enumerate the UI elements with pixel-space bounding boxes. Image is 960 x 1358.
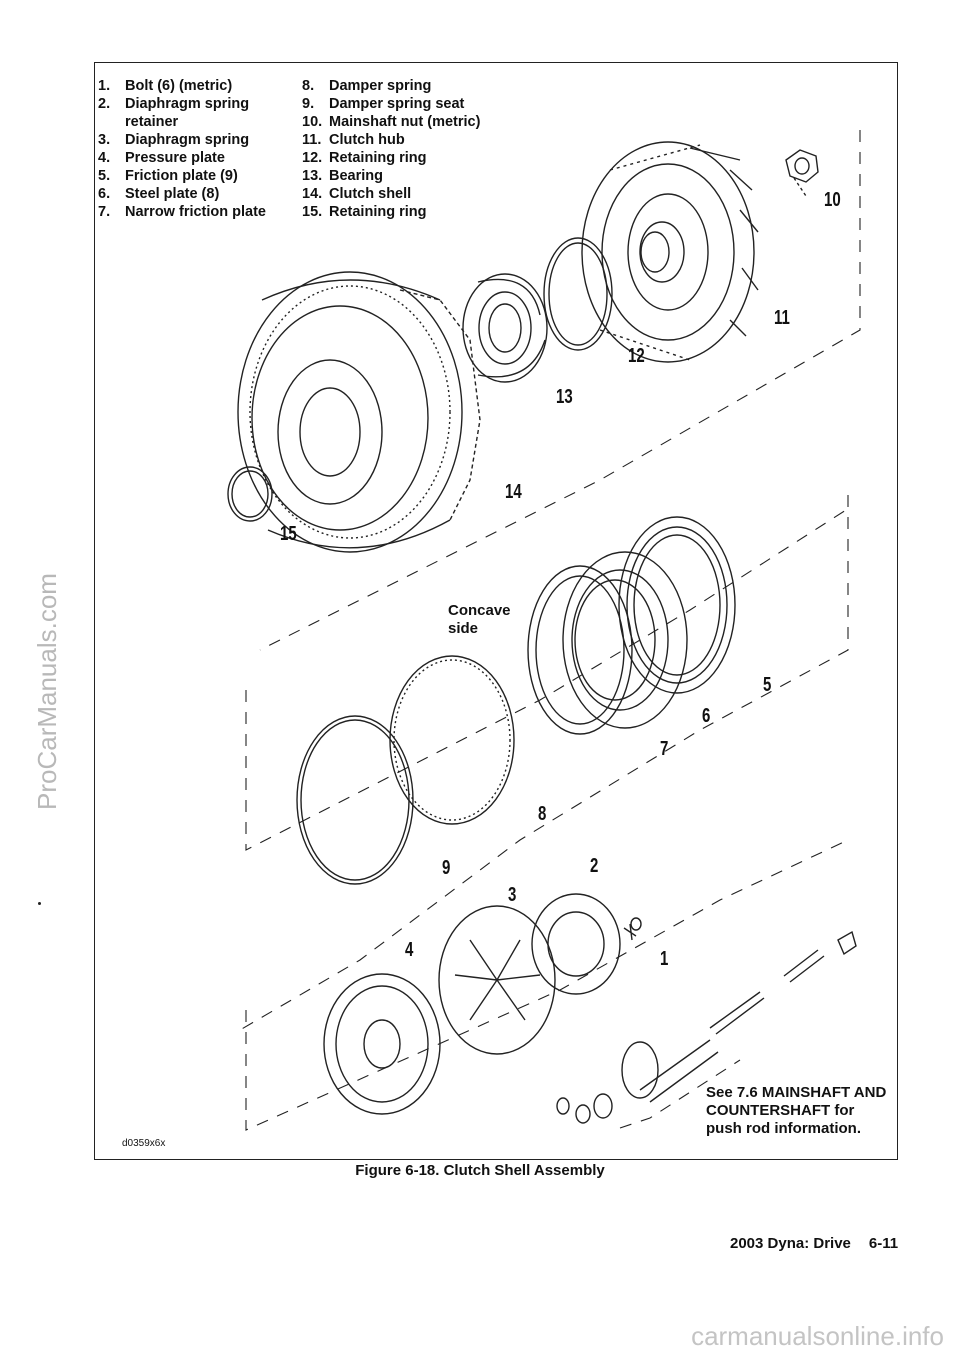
parts-legend-right: 8.Damper spring 9.Damper spring seat 10.… <box>302 77 480 221</box>
pressure-plate-drawing <box>323 973 441 1115</box>
site-watermark: carmanualsonline.info <box>691 1321 944 1351</box>
clutch-hub-drawing <box>581 141 759 363</box>
mainshaft-nut-drawing <box>785 149 819 197</box>
push-rod-drawing <box>556 930 857 1124</box>
assembly-axis-lines <box>239 130 861 1131</box>
legend-item: 9.Damper spring seat <box>302 96 465 112</box>
callout-14: 14 <box>505 481 522 503</box>
legend-item: 13.Bearing <box>302 168 383 184</box>
page-number: 6-11 <box>868 1235 899 1252</box>
diaphragm-spring-drawing <box>438 905 556 1055</box>
stray-dot <box>38 902 41 905</box>
callout-5: 5 <box>763 674 772 696</box>
legend-item: 2.Diaphragm spring <box>98 96 250 112</box>
push-rod-note: See 7.6 MAINSHAFT AND COUNTERSHAFT for p… <box>706 1084 887 1137</box>
bearing-drawing <box>462 273 548 383</box>
callout-13: 13 <box>556 386 573 408</box>
callout-2: 2 <box>590 855 599 877</box>
callout-15: 15 <box>280 523 297 545</box>
legend-item: 3.Diaphragm spring <box>98 132 250 148</box>
callout-10: 10 <box>824 189 841 211</box>
callout-12: 12 <box>628 345 645 367</box>
callout-11: 11 <box>774 307 790 329</box>
legend-item: 10.Mainshaft nut (metric) <box>302 114 481 130</box>
parts-legend-left: 1.Bolt (6) (metric) 2.Diaphragm spring r… <box>98 77 266 221</box>
legend-item: 12.Retaining ring <box>302 150 427 166</box>
callout-4: 4 <box>405 939 414 961</box>
legend-item: 4.Pressure plate <box>98 150 225 166</box>
callout-6: 6 <box>702 705 711 727</box>
callout-9: 9 <box>442 857 451 879</box>
figure-caption: Figure 6-18. Clutch Shell Assembly <box>355 1162 605 1179</box>
legend-item: 14.Clutch shell <box>302 186 412 202</box>
legend-item: 8.Damper spring <box>302 78 432 94</box>
legend-item: 15.Retaining ring <box>302 204 427 220</box>
damper-spring-seat-drawing <box>296 715 414 885</box>
callout-1: 1 <box>660 948 669 970</box>
figure-id: d0359x6x <box>122 1138 166 1149</box>
legend-item: 6.Steel plate (8) <box>98 186 220 202</box>
retaining-ring-12-drawing <box>543 237 613 351</box>
legend-item: 7.Narrow friction plate <box>98 204 266 220</box>
bolt-drawing <box>623 917 642 941</box>
legend-item: 5.Friction plate (9) <box>98 168 238 184</box>
callout-8: 8 <box>538 803 547 825</box>
concave-side-label: Concave side <box>448 602 511 637</box>
legend-item: 11.Clutch hub <box>302 132 405 148</box>
narrow-friction-plate-drawing <box>527 565 633 735</box>
figure-frame <box>94 62 898 1160</box>
retaining-ring-15-drawing <box>227 466 273 522</box>
spring-retainer-drawing <box>531 893 621 995</box>
page-footer: 2003 Dyna: Drive 6-11 <box>730 1235 898 1252</box>
callout-7: 7 <box>660 738 669 760</box>
legend-item: retainer <box>125 114 179 130</box>
friction-plate-drawing <box>618 516 736 694</box>
callout-3: 3 <box>508 884 517 906</box>
clutch-shell-drawing <box>237 271 481 553</box>
steel-plate-drawing <box>562 551 688 729</box>
footer-section: 2003 Dyna: Drive <box>730 1235 851 1252</box>
legend-item: 1.Bolt (6) (metric) <box>98 78 233 94</box>
